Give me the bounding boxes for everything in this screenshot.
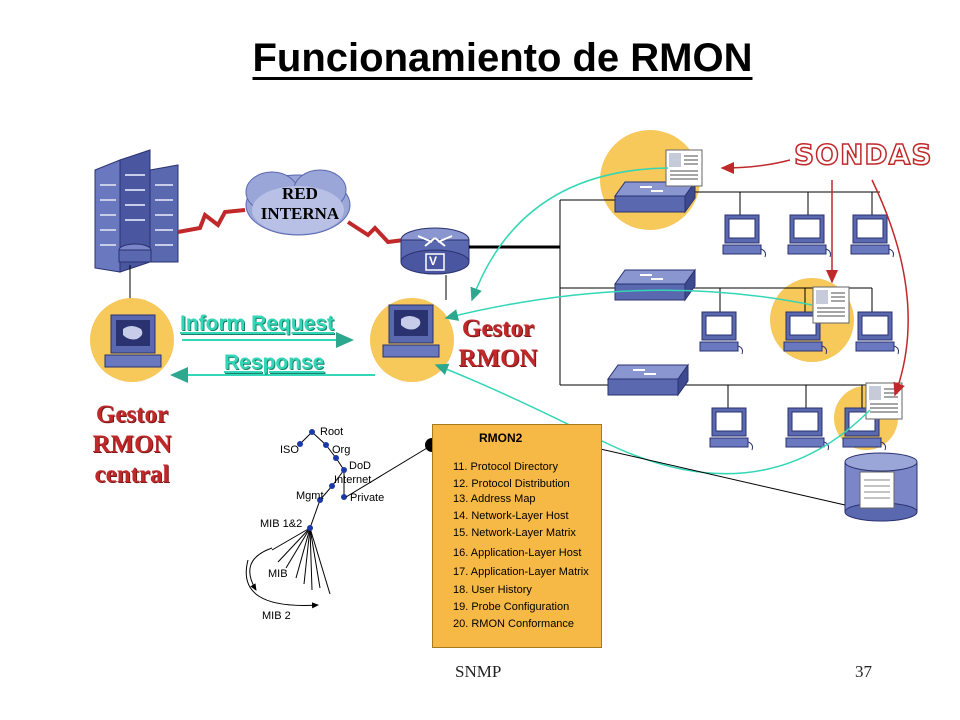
mib-label-org: Org	[332, 444, 351, 456]
probe-report-arrow-1	[470, 167, 669, 302]
probe-icon-2	[812, 286, 850, 324]
workstation-icon	[787, 214, 831, 258]
sondas-arrow-1	[720, 159, 791, 174]
workstation-icon	[855, 311, 899, 355]
mib-label-root: Root	[320, 426, 344, 438]
rmon2-item: 18. User History	[453, 584, 532, 596]
switch-icon-2	[614, 269, 696, 301]
workstation-icon	[785, 407, 829, 451]
rmon2-item: 15. Network-Layer Matrix	[453, 527, 576, 539]
rmon2-item: 17. Application-Layer Matrix	[453, 566, 589, 578]
rmon2-title: RMON2	[479, 431, 523, 445]
rmon2-item: 12. Protocol Distribution	[453, 478, 570, 490]
router-badge: V	[429, 254, 438, 268]
mib-label-mib2: MIB 2	[262, 610, 291, 622]
rmon2-item: 20. RMON Conformance	[453, 618, 575, 630]
mib-label-dod: DoD	[349, 460, 372, 472]
mib-label-mib: MIB	[268, 568, 288, 580]
mib-label-internet: Internet	[334, 474, 372, 486]
workstation-icon	[709, 407, 753, 451]
switch-icon-3	[607, 364, 689, 396]
rmon2-item: 13. Address Map	[453, 493, 536, 505]
footer-label: SNMP	[455, 662, 502, 681]
workstation-icon	[850, 214, 894, 258]
database-icon	[844, 452, 918, 522]
sondas-arrow-3	[871, 179, 909, 397]
rmon2-group-list: RMON2 11. Protocol Directory 12. Protoco…	[432, 424, 602, 648]
router-icon	[400, 227, 470, 275]
page-title: Funcionamiento de RMON	[252, 36, 753, 80]
cloud-label: RED INTERNA	[260, 184, 340, 223]
probe-report-arrow-3	[434, 363, 871, 475]
rmon2-item: 16. Application-Layer Host	[453, 547, 582, 559]
mib-label-private: Private	[350, 492, 385, 504]
cloud-icon	[245, 169, 351, 236]
sondas-label: SONDAS	[793, 137, 933, 172]
wan-link-right	[346, 220, 405, 245]
rmon2-item: 11. Protocol Directory	[453, 461, 558, 473]
gestor-rmon-label: Gestor RMON	[458, 315, 538, 372]
mib-tree-nodes	[297, 429, 347, 531]
response-label: Response	[224, 351, 325, 374]
workstation-icon	[699, 311, 743, 355]
mib-label-iso: ISO	[280, 444, 299, 456]
gestor-pc-icon	[382, 304, 440, 358]
probe-icon-1	[665, 149, 703, 187]
gestor-central-label: Gestor RMON central	[92, 401, 172, 488]
workstation-icon	[722, 214, 766, 258]
mib-label-mgmt: Mgmt	[296, 490, 324, 502]
wan-link-left	[177, 208, 246, 234]
page-number: 37	[855, 662, 872, 681]
rmon2-item: 19. Probe Configuration	[453, 601, 570, 613]
rmon2-item: 14. Network-Layer Host	[453, 510, 569, 522]
inform-request-label: Inform Request	[180, 312, 335, 335]
probe-report-arrow-2	[444, 289, 813, 321]
building-icon	[94, 149, 179, 273]
mib-label-mib12: MIB 1&2	[260, 518, 303, 530]
central-pc-icon	[104, 314, 162, 368]
